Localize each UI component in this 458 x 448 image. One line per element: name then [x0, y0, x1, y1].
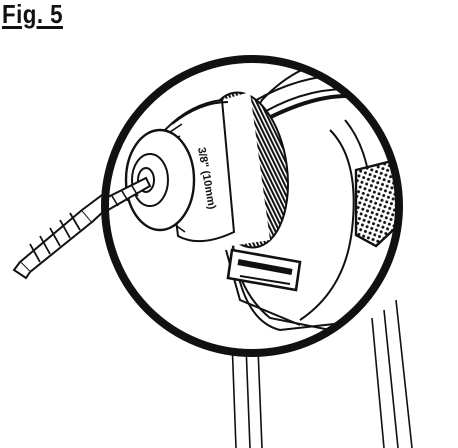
keyless-chuck-icon: 3/8" (10mm) — [105, 91, 289, 250]
figure-label: Fig. 5 — [2, 0, 63, 29]
magnifier-circle — [101, 55, 403, 357]
drill-handle — [231, 299, 413, 448]
